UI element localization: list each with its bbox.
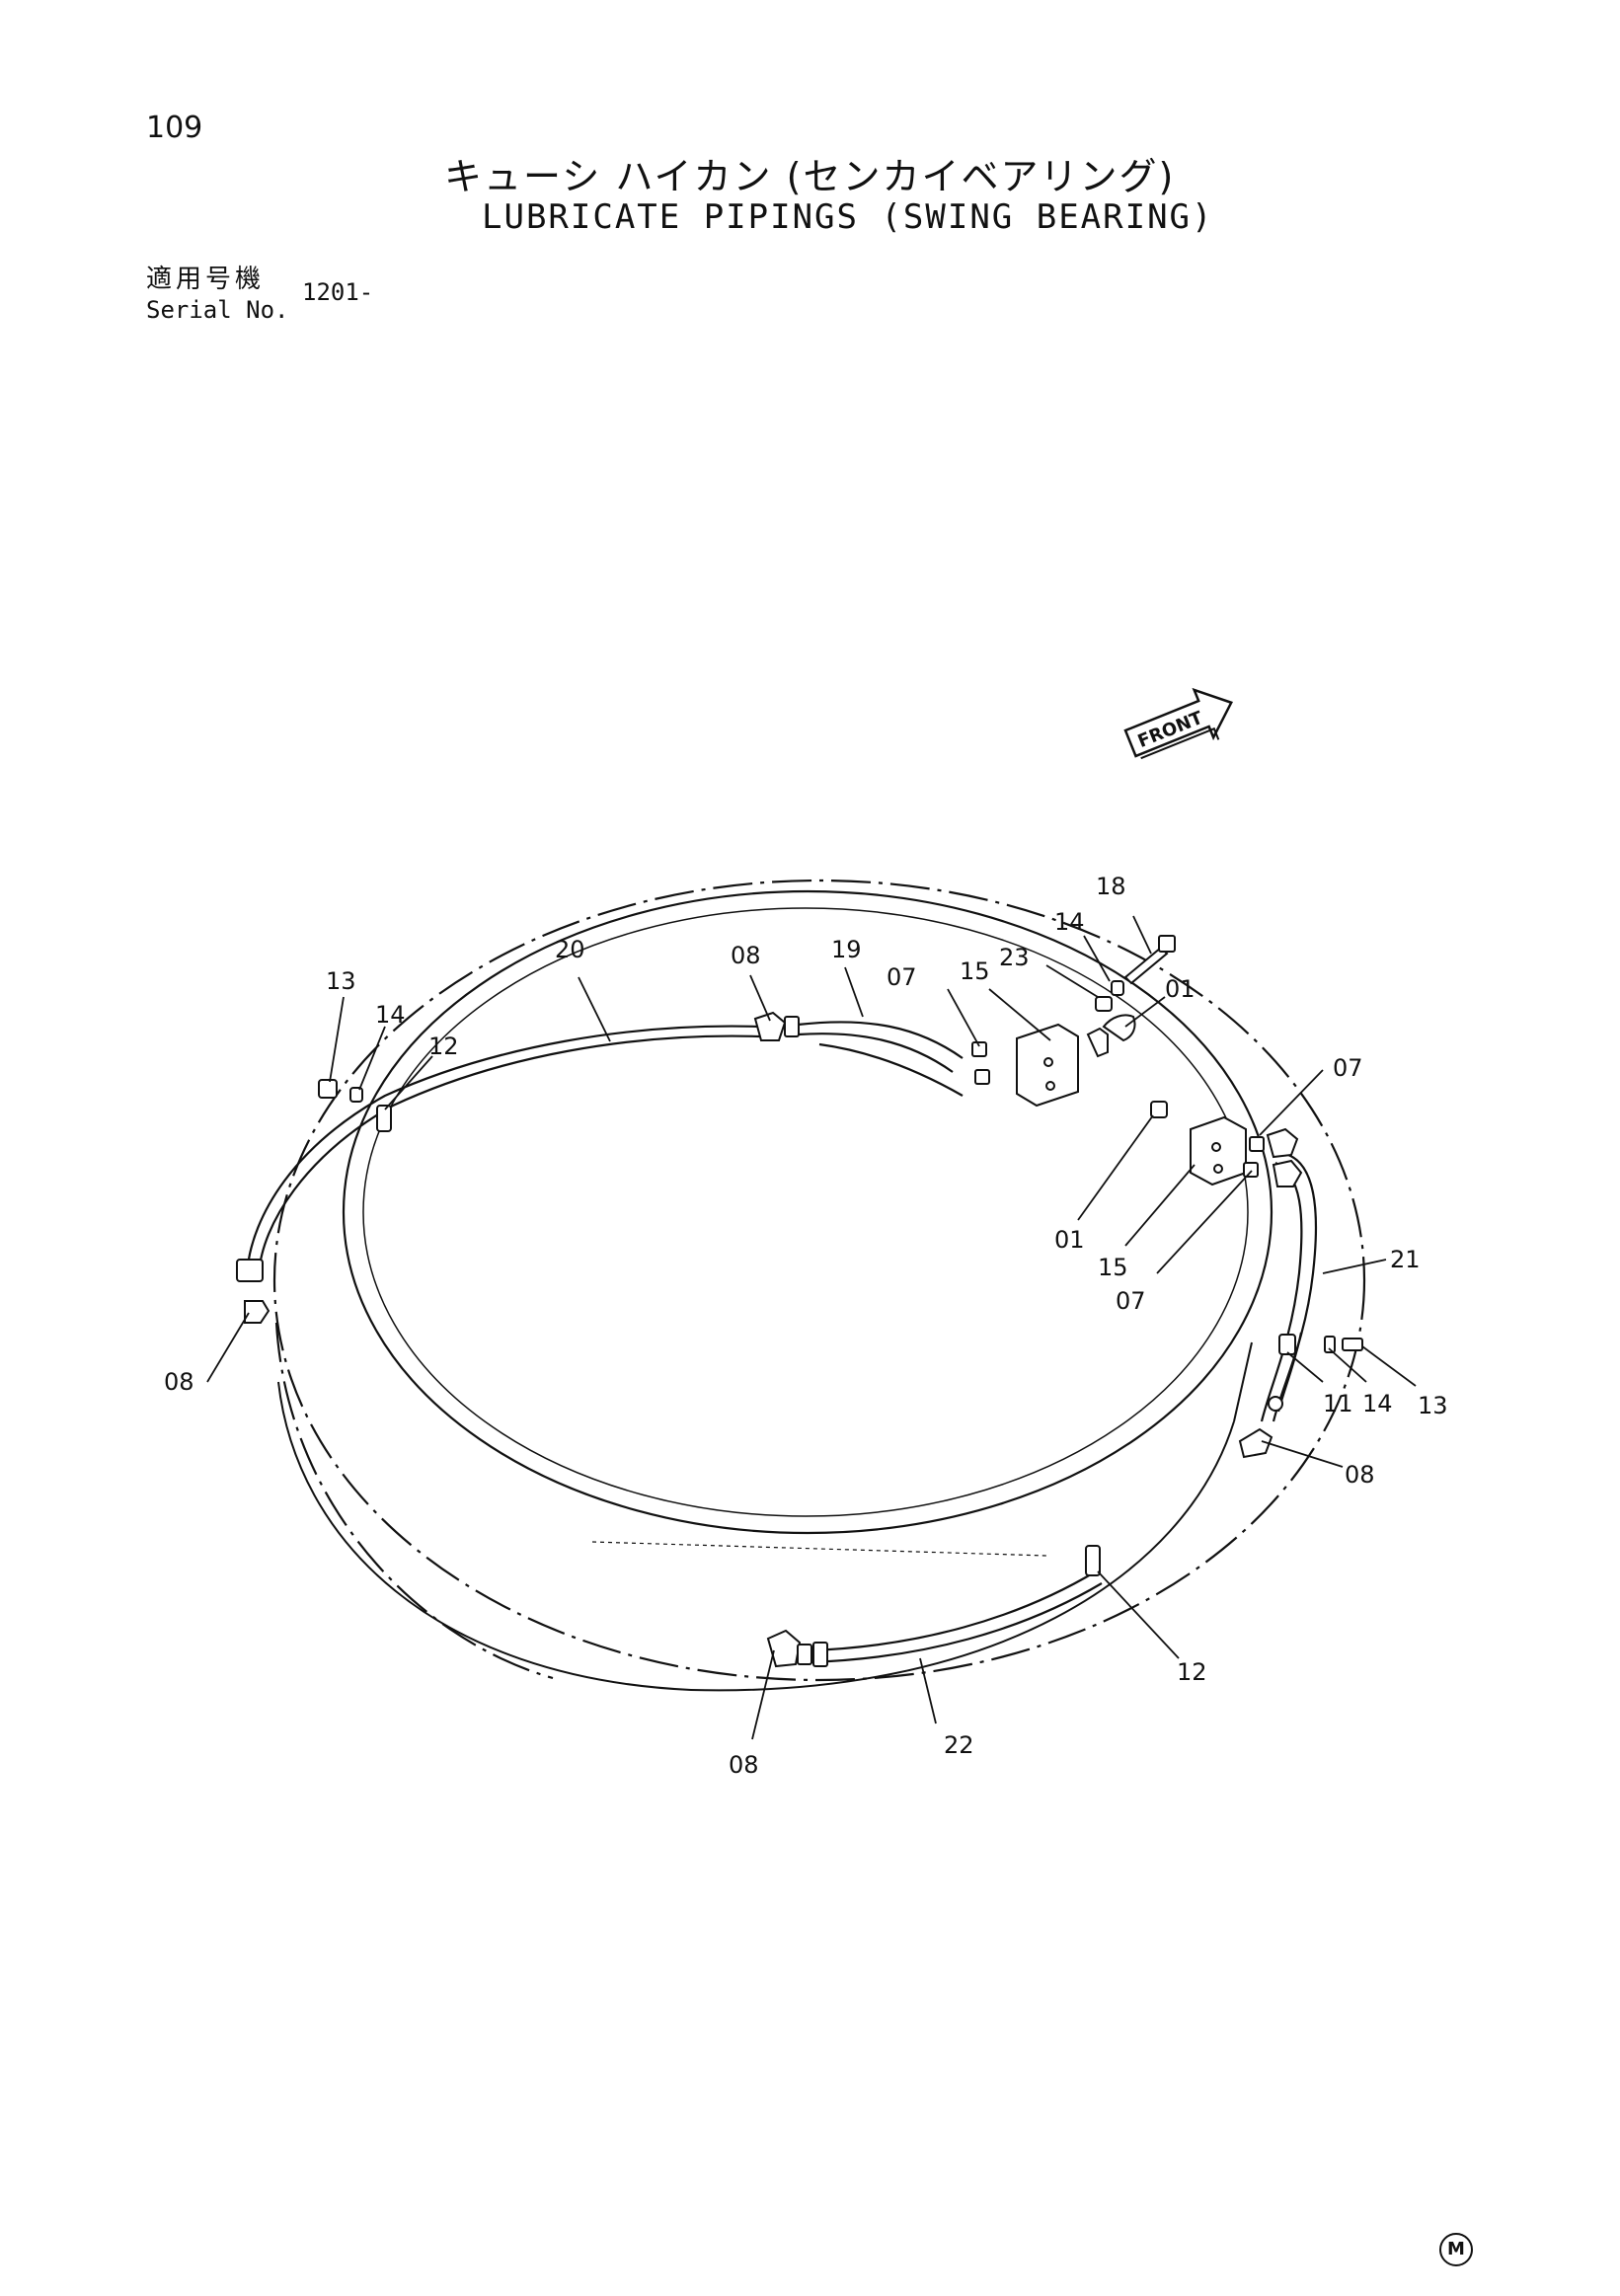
elbow-08-left [244,1300,270,1324]
title-english: LUBRICATE PIPINGS (SWING BEARING) [482,197,1214,237]
callout-14-top: 14 [1054,908,1085,936]
callout-13-right: 13 [1418,1392,1448,1419]
elbow-08-top [753,1011,787,1041]
callout-08-bottom: 08 [729,1751,759,1779]
elbow-08-right [1238,1427,1273,1459]
manufacturer-mark: M [1439,2233,1473,2266]
bolt-13-left [318,1079,338,1099]
callout-07-right: 07 [1333,1054,1363,1082]
callout-15-top: 15 [960,957,990,985]
bolt-18 [1123,946,1169,985]
clamp-11 [1278,1334,1296,1355]
callout-15-mid: 15 [1098,1254,1128,1281]
serial-label-japanese: 適用号機 [146,265,266,294]
elbow-01-top [1102,1014,1136,1042]
callout-21: 21 [1390,1246,1421,1273]
swing-bearing-ring [272,879,1366,1692]
callout-12-left: 12 [428,1033,459,1060]
callout-18: 18 [1096,873,1126,900]
elbow-08-bottom [766,1629,802,1668]
plug-01-mid [1150,1101,1168,1118]
page-number: 109 [146,111,203,145]
callout-07-bottom: 07 [1116,1287,1146,1315]
serial-number-range: 1201- [302,278,374,306]
callout-01-top: 01 [1165,975,1196,1003]
callout-01-mid: 01 [1054,1226,1085,1254]
clamp-12-bottom [1085,1545,1101,1576]
callout-08-right: 08 [1345,1461,1375,1489]
part-callouts: 13 14 12 20 08 19 07 15 23 14 18 01 07 0… [164,873,1448,1779]
callout-14-left: 14 [375,1001,406,1029]
pipe-end-nut [236,1259,264,1282]
serial-label-english: Serial No. [146,296,289,324]
fittings-and-blocks [236,935,1363,1668]
adapter-nut-top [784,1016,800,1037]
leader-lines [206,915,1417,1740]
front-arrow-icon: FRONT [1123,687,1234,760]
callout-07-top: 07 [887,963,917,991]
washer-23 [1095,996,1113,1012]
bolt-13-right [1342,1338,1363,1351]
washer-14-left [349,1087,363,1103]
callout-23: 23 [999,944,1030,971]
callout-20: 20 [555,936,585,963]
callout-11: 11 [1323,1390,1353,1417]
callout-22: 22 [944,1731,974,1759]
washer-14-top [1111,980,1124,996]
callout-08-left: 08 [164,1368,194,1396]
callout-13-left: 13 [326,967,356,995]
title-japanese: キューシ ハイカン (センカイベアリング) [444,155,1176,198]
callout-19: 19 [831,936,862,963]
callout-12-bottom: 12 [1177,1658,1207,1686]
callout-14-right: 14 [1362,1390,1393,1417]
clamp-12-left [376,1105,392,1132]
callout-08-top: 08 [731,942,761,969]
